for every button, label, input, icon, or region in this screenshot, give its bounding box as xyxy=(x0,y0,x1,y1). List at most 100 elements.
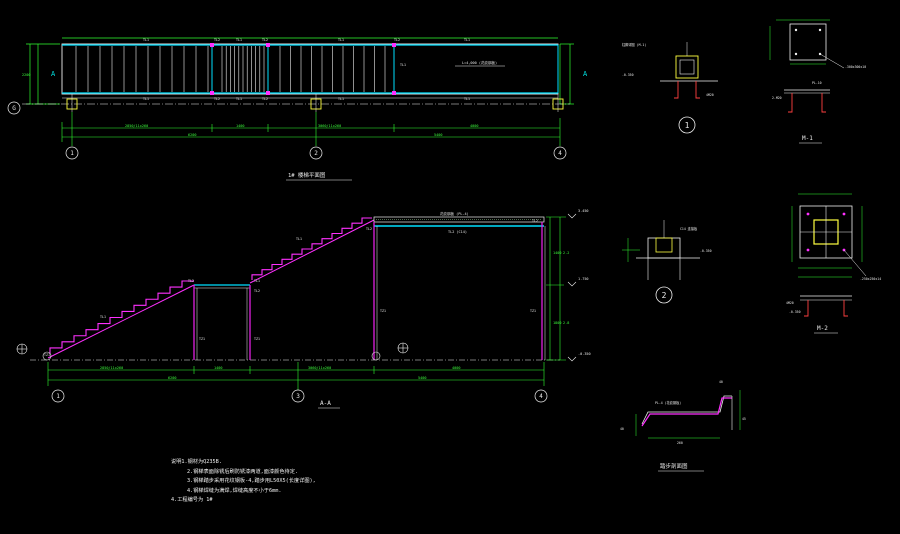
plan-member-label: TL1 xyxy=(143,97,149,101)
section-axis-bubble-4 xyxy=(534,389,548,403)
section-member-label: TL1 xyxy=(254,279,260,283)
section-title: A-A xyxy=(320,400,331,407)
plan-axis-bubble-1 xyxy=(65,146,79,160)
svg-text:-250x250x14: -250x250x14 xyxy=(860,277,881,281)
plan-member-label: TL1 xyxy=(236,38,242,42)
plan-member-label: TL1 xyxy=(464,38,470,42)
plan-member-label: TL1 xyxy=(400,63,406,67)
plan-axis-label: G xyxy=(12,105,16,112)
svg-text:3060/11x260: 3060/11x260 xyxy=(308,366,331,370)
m1-title: M-1 xyxy=(802,135,813,142)
section-axis-bubble-1 xyxy=(51,389,65,403)
plan-title: 1# 楼梯平面图 xyxy=(288,171,326,179)
svg-text:1400: 1400 xyxy=(236,124,244,128)
tread-section-title: 踏步剖面图 xyxy=(660,462,688,470)
section-member-label: TL1 xyxy=(100,315,106,319)
section-axis-label: 3 xyxy=(296,393,300,400)
svg-text:花纹钢板 (PL-4): 花纹钢板 (PL-4) xyxy=(440,211,469,216)
svg-text:3.450: 3.450 xyxy=(578,209,589,213)
svg-text:3060/11x260: 3060/11x260 xyxy=(318,124,341,128)
embed-plate-m2: -250x250x14 4M20 -0.350 M-2 xyxy=(786,193,881,334)
plan-axis-bubble-2 xyxy=(309,146,323,160)
svg-text:4M20: 4M20 xyxy=(786,301,794,305)
note-line: 4.钢梯焊缝为满焊,焊缝高度不小于6mm. xyxy=(187,487,282,494)
note-line: 2.钢梯表面除锈后刷防锈漆两道,面漆颜色待定. xyxy=(187,468,299,475)
svg-text:40: 40 xyxy=(719,380,723,384)
svg-text:-0.350: -0.350 xyxy=(789,310,801,314)
m2-title: M-2 xyxy=(817,325,828,332)
svg-text:4000: 4000 xyxy=(470,124,478,128)
stair-plan-view: L=4,000 (花纹钢板) xyxy=(7,37,588,181)
svg-text:40: 40 xyxy=(620,427,624,431)
svg-text:-300x300x10: -300x300x10 xyxy=(845,65,866,69)
plan-section-mark-right: A xyxy=(583,70,588,78)
svg-text:4M20: 4M20 xyxy=(706,93,714,97)
design-notes: 说明1.钢材为Q235B. 2.钢梯表面除锈后刷防锈漆两道,面漆颜色待定. 3.… xyxy=(171,458,316,506)
plan-axis-label: 1 xyxy=(70,150,74,157)
svg-text:2.8: 2.8 xyxy=(563,321,569,325)
node-detail-2: C14 连接板 -0.350 2 xyxy=(622,220,712,304)
tread-edge-section: PL-4 (花纹钢板) 260 45 40 40 踏步剖面图 xyxy=(620,380,746,472)
svg-text:C14 连接板: C14 连接板 xyxy=(680,226,698,231)
plan-axis-bubble-4 xyxy=(553,146,567,160)
svg-text:1400: 1400 xyxy=(214,366,222,370)
plan-member-label: TL2 xyxy=(262,97,268,101)
embed-plate-m1: -300x300x10 2-M20 PL-10 M-1 xyxy=(769,19,866,144)
section-member-label: TL1 xyxy=(296,237,302,241)
svg-text:2200: 2200 xyxy=(22,73,30,77)
svg-text:2-M20: 2-M20 xyxy=(772,96,782,100)
stair-section-view: 2850/11x260 1400 3060/11x260 4000 6200 5… xyxy=(16,209,591,409)
section-axis-bubble-3 xyxy=(291,389,305,403)
node-detail-1: 柱脚详图 (M-1) -0.350 4M20 1 xyxy=(622,42,718,134)
section-axis-label: 1 xyxy=(56,393,60,400)
svg-text:6200: 6200 xyxy=(168,376,176,380)
section-member-label: TL2 xyxy=(188,279,194,283)
svg-text:1800: 1800 xyxy=(553,321,561,325)
svg-text:2850/11x260: 2850/11x260 xyxy=(125,124,148,128)
svg-text:4000: 4000 xyxy=(452,366,460,370)
svg-text:PL-10: PL-10 xyxy=(812,81,822,85)
section-member-label: TZ1 xyxy=(530,309,536,313)
section-member-label: TL2 xyxy=(532,219,538,223)
svg-text:6200: 6200 xyxy=(188,133,196,137)
plan-member-label: TL1 xyxy=(464,97,470,101)
svg-text:TL2 (C14): TL2 (C14) xyxy=(448,230,467,234)
plan-member-label: TL1 xyxy=(143,38,149,42)
plan-axis-label: 4 xyxy=(558,150,562,157)
node1-label: 1 xyxy=(685,121,690,130)
plan-section-mark-left: A xyxy=(51,70,56,78)
section-axis-label: 4 xyxy=(539,393,543,400)
plan-member-label: TL2 xyxy=(214,38,220,42)
note-line: 3.钢梯踏步采用花纹钢板-4,踏步用L50X5(长度详图), xyxy=(187,478,316,485)
plan-axis-bubble-G xyxy=(7,101,21,115)
plan-member-label: TL1 xyxy=(338,38,344,42)
plan-member-label: TL1 xyxy=(236,97,242,101)
section-member-label: TZ1 xyxy=(44,353,50,357)
section-member-label: TZ1 xyxy=(199,337,205,341)
plan-member-label: TL2 xyxy=(394,38,400,42)
svg-text:L=4,000 (花纹钢板): L=4,000 (花纹钢板) xyxy=(462,60,497,65)
plan-member-label: TL2 xyxy=(262,38,268,42)
svg-text:-0.350: -0.350 xyxy=(622,73,634,77)
svg-text:2.2: 2.2 xyxy=(563,251,569,255)
plan-member-label: TL1 xyxy=(338,97,344,101)
node2-label: 2 xyxy=(662,291,667,300)
plan-member-label: TL2 xyxy=(214,97,220,101)
svg-text:5400: 5400 xyxy=(418,376,426,380)
section-member-label: TZ1 xyxy=(254,337,260,341)
note-line: 4.工程编号为 1# xyxy=(171,497,213,504)
svg-text:-0.350: -0.350 xyxy=(700,249,712,253)
svg-text:45: 45 xyxy=(742,417,746,421)
svg-text:1.750: 1.750 xyxy=(578,277,589,281)
svg-text:PL-4 (花纹钢板): PL-4 (花纹钢板) xyxy=(655,400,681,405)
section-member-label: TL2 xyxy=(254,289,260,293)
svg-text:2850/11x260: 2850/11x260 xyxy=(100,366,123,370)
note-line: 说明1.钢材为Q235B. xyxy=(171,459,222,465)
svg-text:260: 260 xyxy=(677,441,683,445)
svg-text:-0.350: -0.350 xyxy=(578,352,591,356)
section-member-label: TZ1 xyxy=(380,309,386,313)
svg-text:5400: 5400 xyxy=(434,133,442,137)
plan-axis-label: 2 xyxy=(314,150,318,157)
svg-text:柱脚详图 (M-1): 柱脚详图 (M-1) xyxy=(622,42,646,47)
